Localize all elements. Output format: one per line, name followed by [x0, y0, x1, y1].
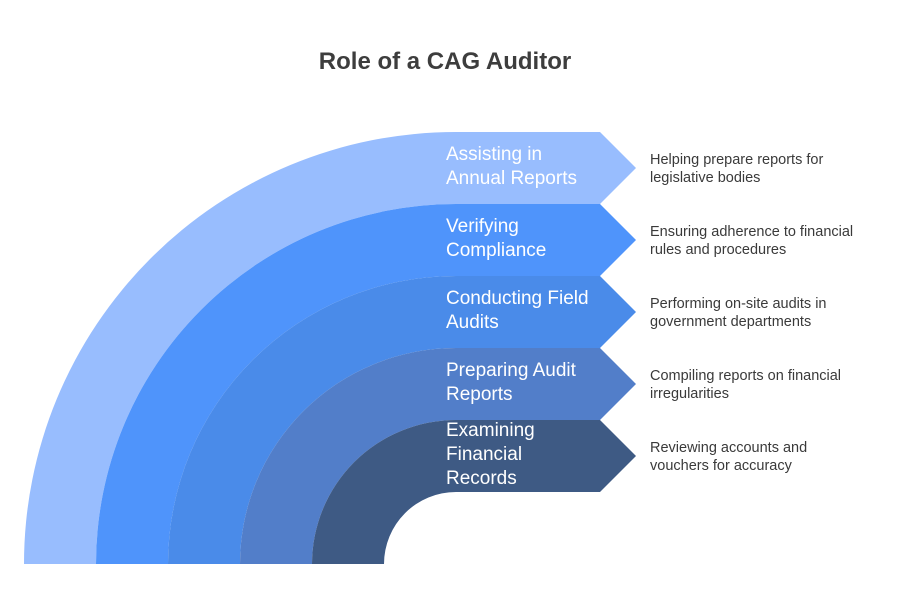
arc-band-preparing-audit-reports: [240, 348, 636, 564]
stage-label-line: Conducting Field: [446, 288, 589, 309]
arc-band-examining-financial-records: [312, 420, 636, 564]
stage-description-line: Reviewing accounts and: [650, 440, 808, 456]
stage-description-verifying-compliance: Ensuring adherence to financial rules an…: [650, 223, 885, 259]
stage-description-line: Performing on-site audits in: [650, 296, 827, 312]
stage-description-line: vouchers for accuracy: [650, 458, 792, 474]
stage-description-line: Compiling reports on financial: [650, 368, 842, 384]
stage-description-examining-financial-records: Reviewing accounts and vouchers for accu…: [650, 439, 885, 475]
stage-label-verifying-compliance: Verifying Compliance: [446, 215, 546, 263]
stage-description-line: irregularities: [650, 386, 729, 402]
diagram-title: Role of a CAG Auditor: [318, 48, 572, 75]
stage-description-line: Ensuring adherence to financial: [650, 224, 854, 240]
stage-label-line: Reports: [446, 384, 513, 405]
stage-label-line: Annual Reports: [446, 168, 577, 189]
stage-label-line: Compliance: [446, 240, 547, 261]
stage-label-examining-financial-records: Examining Financial Records: [446, 419, 535, 491]
stage-label-line: Financial: [446, 444, 523, 465]
stage-label-preparing-audit-reports: Preparing Audit Reports: [446, 359, 576, 407]
stage-label-conducting-field-audits: Conducting Field Audits: [446, 287, 589, 335]
arc-band-assisting-in-annual-reports: [24, 132, 636, 564]
stage-label-line: Records: [446, 468, 517, 489]
stage-label-assisting-in-annual-reports: Assisting in Annual Reports: [446, 143, 577, 191]
stage-label-line: Preparing Audit: [446, 360, 576, 381]
stage-label-line: Verifying: [446, 216, 519, 237]
stage-description-line: Helping prepare reports for: [650, 152, 824, 168]
arc-band-verifying-compliance: [96, 204, 636, 564]
stage-description-line: government departments: [650, 314, 812, 330]
stage-description-preparing-audit-reports: Compiling reports on financial irregular…: [650, 367, 885, 403]
stage-description-conducting-field-audits: Performing on-site audits in government …: [650, 295, 885, 331]
stage-description-line: legislative bodies: [650, 170, 761, 186]
stage-label-line: Assisting in: [446, 144, 543, 165]
stage-label-line: Audits: [446, 312, 499, 333]
stage-description-line: rules and procedures: [650, 242, 787, 258]
stage-label-line: Examining: [446, 420, 535, 441]
stage-description-assisting-in-annual-reports: Helping prepare reports for legislative …: [650, 151, 885, 187]
